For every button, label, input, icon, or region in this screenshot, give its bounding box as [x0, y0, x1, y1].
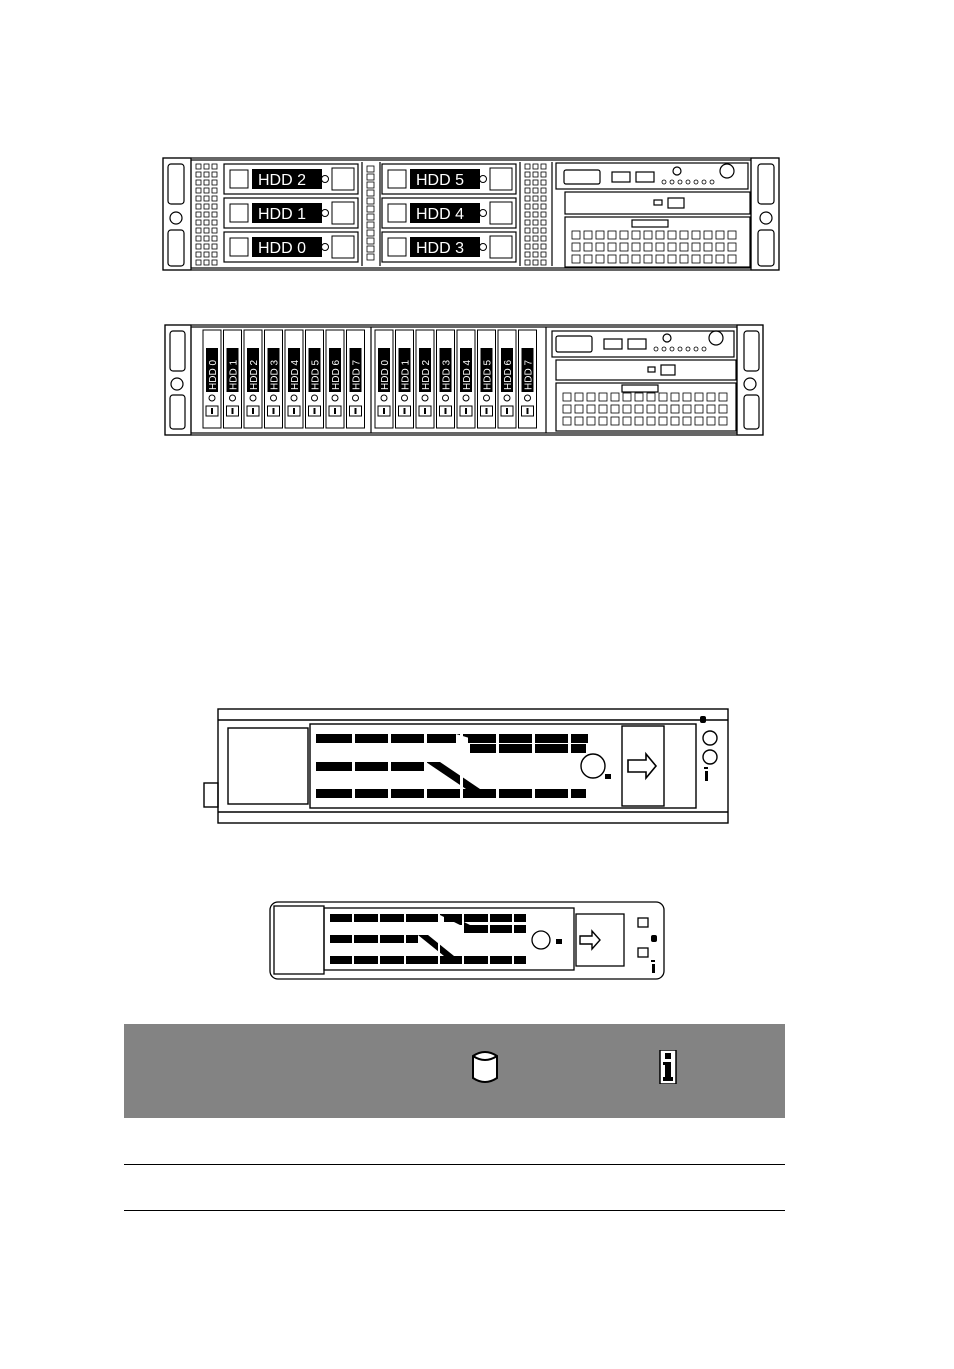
hdd-label: HDD 1: [229, 360, 240, 390]
hdd-bay[interactable]: HDD 0: [202, 329, 222, 429]
hdd-label: HDD 2: [258, 172, 306, 189]
led-table-row: [124, 1210, 785, 1211]
hdd-activity-icon: [472, 1051, 498, 1083]
hdd-label: HDD 0: [380, 360, 391, 390]
hdd-bay[interactable]: HDD 5: [477, 329, 496, 429]
hdd-label: HDD 2: [249, 360, 260, 390]
led-table-row: [124, 1164, 785, 1165]
hdd-label: HDD 3: [442, 360, 453, 390]
hdd-bay[interactable]: HDD 1: [229, 201, 355, 225]
hdd-label: HDD 4: [462, 360, 473, 390]
hdd-bay[interactable]: HDD 2: [415, 329, 435, 429]
hdd-bay[interactable]: HDD 1: [223, 329, 242, 429]
hdd-bay[interactable]: HDD 7: [346, 329, 365, 429]
hdd-label: HDD 5: [311, 360, 322, 390]
hdd-label: HDD 6: [503, 360, 514, 390]
hdd-bay[interactable]: HDD 3: [387, 235, 513, 259]
hdd-bay[interactable]: HDD 4: [456, 329, 476, 429]
hdd-label: HDD 6: [331, 360, 342, 390]
hdd-label: HDD 0: [258, 240, 306, 257]
hdd-label: HDD 3: [270, 360, 281, 390]
hdd-bay[interactable]: HDD 0: [229, 235, 355, 259]
hdd-bay[interactable]: HDD 6: [497, 329, 517, 429]
drive-tray-3-5-inch: [203, 708, 729, 824]
hdd-bay[interactable]: HDD 5: [387, 167, 513, 191]
hdd-label: HDD 1: [258, 206, 306, 223]
hdd-bay[interactable]: HDD 3: [264, 329, 283, 429]
drive-tray-2-5-inch: [269, 901, 665, 980]
hdd-label: HDD 7: [524, 360, 535, 390]
hdd-bay[interactable]: HDD 2: [243, 329, 263, 429]
hdd-label: HDD 0: [208, 360, 219, 390]
hdd-bay[interactable]: HDD 0: [374, 329, 394, 429]
hdd-bay[interactable]: HDD 5: [305, 329, 324, 429]
hdd-label: HDD 4: [416, 206, 464, 223]
arrow-right-icon: [627, 751, 658, 781]
hdd-label: HDD 7: [352, 360, 363, 390]
hdd-bays-3-5: HDD 2 HDD 1 HDD 0 HDD 5 HDD 4 HDD 3: [229, 167, 513, 259]
hdd-label: HDD 3: [416, 240, 464, 257]
arrow-right-icon: [579, 929, 601, 951]
hdd-label: HDD 1: [401, 360, 412, 390]
hdd-bays-2-5: HDD 0 HDD 1 HDD 2 HDD 3 HDD 4 HDD 5 HDD 6 HDD 7…: [202, 329, 537, 429]
hdd-bay[interactable]: HDD 4: [284, 329, 304, 429]
hdd-bay[interactable]: HDD 3: [436, 329, 455, 429]
hdd-label: HDD 2: [421, 360, 432, 390]
chassis-2-5-inch: HDD 0 HDD 1 HDD 2 HDD 3 HDD 4 HDD 5 HDD 6 HDD 7…: [164, 324, 764, 436]
hdd-label: HDD 5: [483, 360, 494, 390]
chassis-3-5-inch: HDD 2 HDD 1 HDD 0 HDD 5 HDD 4 HDD 3: [162, 157, 780, 271]
hdd-bay[interactable]: HDD 4: [387, 201, 513, 225]
hdd-label: HDD 4: [290, 360, 301, 390]
hdd-label: HDD 5: [416, 172, 464, 189]
hdd-bay[interactable]: HDD 6: [325, 329, 345, 429]
led-table-header: [124, 1024, 785, 1118]
hdd-bay[interactable]: HDD 1: [395, 329, 414, 429]
hdd-bay[interactable]: HDD 7: [518, 329, 537, 429]
hdd-bay[interactable]: HDD 2: [229, 167, 355, 191]
info-icon: [659, 1050, 677, 1084]
